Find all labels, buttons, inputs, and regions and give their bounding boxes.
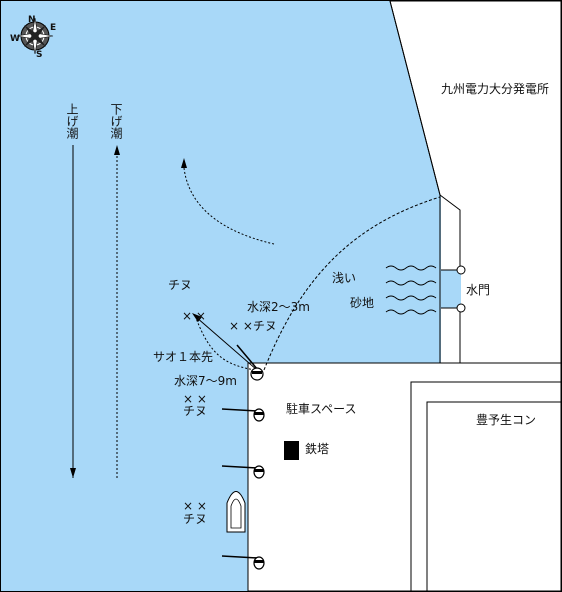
chinu-label-2: チヌ [183,404,208,418]
current-curve-arrowhead [181,158,187,168]
water-gate-label: 水門 [466,283,491,297]
angler-icon [221,465,265,479]
compass-s: S [36,50,42,60]
coastline-power-plant [389,0,441,363]
gate-post-top [456,265,466,275]
gate-post-bottom [456,303,466,313]
cast-direction-arrowhead [192,313,202,322]
xx-marker-1: × × [182,309,206,323]
angler-icon [221,555,265,570]
xx-marker-2: × × [183,392,207,406]
cast-direction-arrow [195,316,258,371]
tower-label: 鉄塔 [305,442,330,456]
depth-deep-label: 水深7〜9m [174,374,237,388]
boat-icon [226,491,246,533]
factory-label: 豊予生コン [476,413,537,427]
xx-marker-3: × × [183,499,207,513]
rod-line-1 [236,344,259,371]
angler-icon [221,408,265,422]
rising-tide-label: 上げ潮 [65,103,79,139]
compass-w: W [10,34,20,44]
angler-icon [250,367,264,381]
parking-label: 駐車スペース [286,402,357,416]
wave-icon [385,265,437,315]
gate-channel [441,270,461,308]
depth-shallow-label: 水深2〜3m [247,300,310,314]
current-curve [183,167,275,245]
compass-rose-icon: N E S W [10,15,56,60]
chinu-label-top: チヌ [168,278,193,292]
sao-label: サオ１本先 [153,350,214,364]
falling-tide-label: 下げ潮 [109,103,123,139]
chinu-label-3: チヌ [183,512,208,526]
xx-chinu-label: × ×チヌ [229,319,277,333]
rising-tide-arrowhead [70,468,76,478]
depth-boundary [263,196,441,371]
compass-n: N [28,15,36,25]
compass-e: E [50,23,56,33]
shallow-label: 浅い [332,271,357,285]
tower-icon [284,441,299,460]
factory-inner [426,401,562,592]
sandy-label: 砂地 [350,296,375,310]
power-plant-label: 九州電力大分発電所 [441,82,550,96]
cast-range-outline [195,317,256,371]
falling-tide-arrowhead [114,145,120,155]
